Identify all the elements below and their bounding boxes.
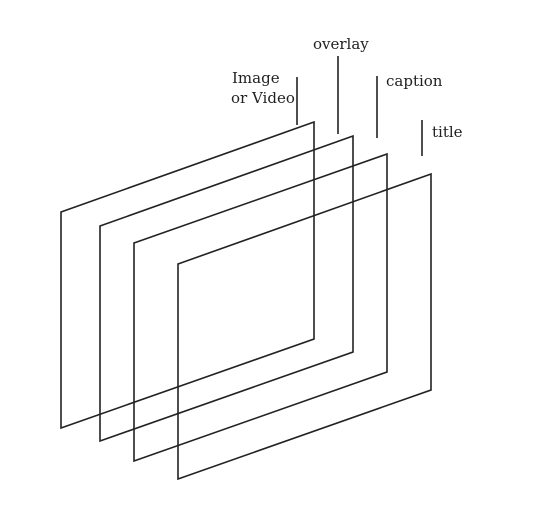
label-overlay: overlay	[313, 35, 369, 53]
label-image: Image	[232, 69, 280, 87]
label-caption: caption	[386, 72, 443, 90]
layer-overlay	[99, 134, 354, 443]
label-title: title	[432, 123, 463, 141]
layer-caption	[133, 152, 388, 463]
layer-image-video	[60, 120, 315, 430]
label-or-video: or Video	[231, 89, 295, 107]
layer-title	[177, 172, 432, 481]
